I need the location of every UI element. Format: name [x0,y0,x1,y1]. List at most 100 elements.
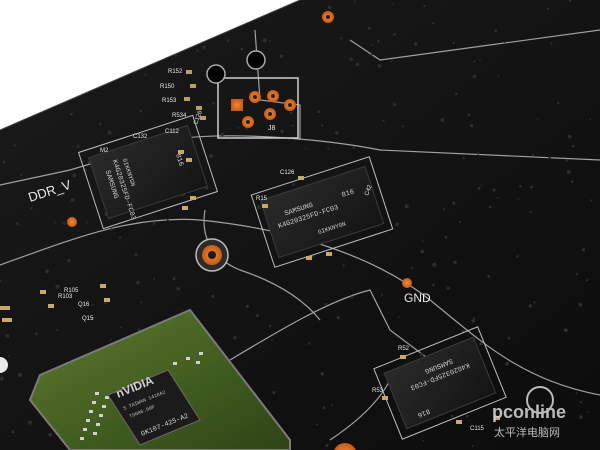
via [70,112,73,116]
via [440,118,445,122]
via [233,336,237,340]
gpu-smd-cap [196,361,200,364]
via [110,338,112,341]
via [480,184,483,187]
via [578,302,583,307]
via [517,197,520,200]
via [305,148,307,150]
via [18,372,23,377]
via [402,125,405,128]
label-r53: R53 [372,388,384,394]
label-m2: M2 [100,148,109,154]
via [471,445,474,447]
via [355,62,359,67]
via [473,317,476,320]
via [589,118,592,120]
via [496,197,499,200]
watermark-cn: 太平洋电脑网 [494,425,560,439]
via [422,439,425,442]
via [529,210,532,213]
via [563,328,568,333]
gpu-package: nVIDIA S TAIWAN 1418A2 T9N06.00P GK107-4… [28,308,291,450]
via [579,401,583,404]
label-q15: Q15 [82,316,94,322]
via [547,7,550,10]
via [568,0,572,2]
via [99,122,102,126]
via [377,39,380,43]
label-r150: R150 [160,84,175,90]
via [137,328,141,331]
via [166,218,169,221]
gpu-capacitors [80,352,203,440]
via [586,411,589,413]
chip1-caps [178,150,196,210]
via [136,280,140,285]
via [63,222,66,225]
via [272,391,276,394]
smd-resistors [184,70,206,120]
via [35,332,38,336]
gpu-smd-cap [186,357,190,360]
gpu-smd-cap [86,419,90,422]
via [289,111,293,115]
via [531,153,535,157]
via [245,304,249,308]
via [152,222,156,225]
via [196,49,199,52]
j8-outline [217,77,299,139]
via [459,220,462,223]
via [28,420,32,425]
via [575,272,579,276]
via [340,37,343,40]
via [30,207,33,210]
j8-pins [231,90,296,128]
via [455,92,458,96]
via [548,156,551,159]
via [317,110,321,113]
gpu-smd-cap [92,401,96,404]
via [476,152,480,155]
via [279,54,284,59]
via [312,255,315,258]
via [110,228,113,231]
gpu-smd-cap [105,396,109,399]
via [479,341,483,346]
via [2,160,6,164]
via [462,157,465,160]
via [503,41,506,44]
via [331,404,333,406]
via [262,38,267,43]
gpu-smd-cap [83,428,87,431]
label-r103: R103 [58,294,73,300]
via [488,205,492,209]
gpu-smd-cap [95,392,99,395]
memory-chip-3: SAMSUNG K4G20325FD-FC03 816 [373,326,507,440]
gpu-smd-cap [99,414,103,417]
via [565,159,569,162]
via [432,283,435,287]
via [0,376,4,381]
via [570,180,574,184]
via [76,145,80,148]
via [425,302,428,305]
via [473,60,476,63]
label-r15b: R15 [256,196,268,202]
via [212,102,215,105]
via [54,221,57,224]
gnd-test-pad [402,278,412,288]
via [280,129,284,134]
label-r152: R152 [168,69,183,75]
left-components [0,284,110,322]
via [377,64,382,68]
via [431,22,435,25]
label-gnd: GND [404,291,431,305]
via [8,355,10,358]
via [226,39,230,43]
via [271,339,273,342]
via [479,59,481,62]
via [308,342,311,345]
via [202,45,206,49]
gpu-smd-cap [199,352,203,355]
